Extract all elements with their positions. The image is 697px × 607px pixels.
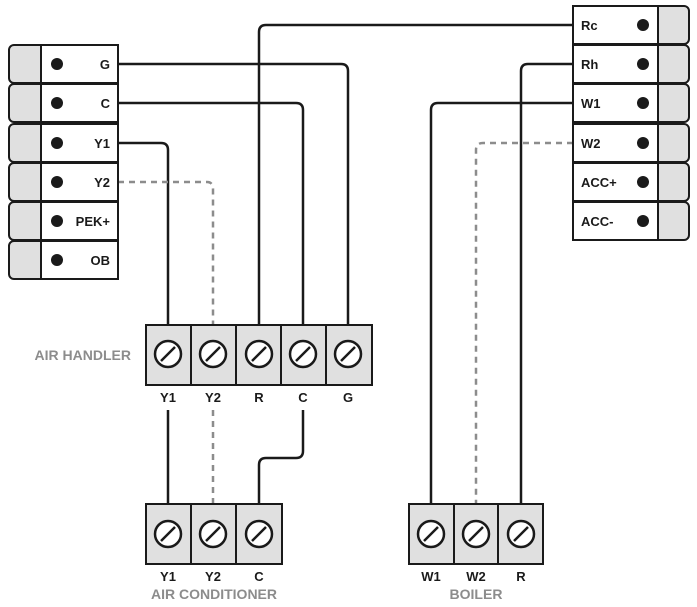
terminal-label: Rh bbox=[581, 57, 598, 72]
terminal-label: C bbox=[298, 390, 308, 405]
boiler-block: W1 W2 R BOILER bbox=[408, 503, 544, 602]
terminal-right-rh: Rh bbox=[572, 44, 690, 84]
terminal-dot-icon bbox=[637, 176, 649, 188]
screw-icon bbox=[506, 519, 536, 549]
screw-icon bbox=[198, 519, 228, 549]
thermostat-left-block: G C Y1 Y2 PEK+ bbox=[8, 44, 119, 280]
terminal-dot-icon bbox=[637, 19, 649, 31]
terminal-right-w2: W2 bbox=[572, 123, 690, 163]
air-handler-label: AIR HANDLER bbox=[35, 347, 131, 363]
wire-g-to-air-handler-g bbox=[118, 62, 350, 325]
terminal-label: W2 bbox=[581, 136, 601, 151]
air-conditioner-label: AIR CONDITIONER bbox=[151, 586, 277, 602]
terminal-label: R bbox=[254, 390, 264, 405]
terminal-dot-icon bbox=[51, 97, 63, 109]
terminal-left-y1: Y1 bbox=[8, 123, 119, 163]
terminal-label: Y2 bbox=[205, 569, 221, 584]
wires bbox=[118, 23, 573, 504]
terminal-dot-icon bbox=[51, 58, 63, 70]
wire-w1-to-boiler-w1 bbox=[429, 101, 573, 504]
screw-icon bbox=[153, 339, 183, 369]
terminal-dot-icon bbox=[51, 176, 63, 188]
terminal-dot-icon bbox=[637, 137, 649, 149]
terminal-label: Rc bbox=[581, 18, 598, 33]
terminal-left-pek: PEK+ bbox=[8, 201, 119, 241]
terminal-label: W2 bbox=[466, 569, 486, 584]
air-handler-block: AIR HANDLER Y1 Y2 R C G bbox=[35, 324, 373, 405]
terminal-dot-icon bbox=[51, 137, 63, 149]
terminal-left-c: C bbox=[8, 83, 119, 123]
terminal-left-y2: Y2 bbox=[8, 162, 119, 202]
terminal-label: Y2 bbox=[94, 175, 110, 190]
wire-c-to-air-handler-c bbox=[118, 101, 305, 325]
terminal-right-rc: Rc bbox=[572, 5, 690, 45]
screw-icon bbox=[333, 339, 363, 369]
terminal-left-ob: OB bbox=[8, 240, 119, 280]
terminal-left-g: G bbox=[8, 44, 119, 84]
terminal-label: W1 bbox=[421, 569, 441, 584]
wire-y1-to-air-handler-y1 bbox=[118, 141, 170, 325]
wire-air-handler-c-to-ac-c bbox=[257, 410, 305, 504]
wire-rh-to-boiler-r bbox=[519, 62, 573, 504]
terminal-label: G bbox=[100, 57, 110, 72]
terminal-label: W1 bbox=[581, 96, 601, 111]
boiler-label: BOILER bbox=[450, 586, 503, 602]
terminal-dot-icon bbox=[51, 215, 63, 227]
screw-icon bbox=[153, 519, 183, 549]
thermostat-right-block: Rc Rh W1 W2 ACC+ bbox=[572, 5, 690, 241]
terminal-dot-icon bbox=[637, 215, 649, 227]
terminal-label: R bbox=[516, 569, 526, 584]
wire-y2-to-air-handler-y2 bbox=[118, 180, 215, 325]
terminal-label: C bbox=[101, 96, 111, 111]
terminal-right-acc-plus: ACC+ bbox=[572, 162, 690, 202]
terminal-right-w1: W1 bbox=[572, 83, 690, 123]
terminal-label: G bbox=[343, 390, 353, 405]
screw-icon bbox=[461, 519, 491, 549]
terminal-label: Y2 bbox=[205, 390, 221, 405]
terminal-label: ACC+ bbox=[581, 175, 617, 190]
terminal-right-acc-minus: ACC- bbox=[572, 201, 690, 241]
terminal-label: ACC- bbox=[581, 214, 614, 229]
terminal-label: PEK+ bbox=[76, 214, 111, 229]
screw-icon bbox=[288, 339, 318, 369]
terminal-label: Y1 bbox=[160, 569, 176, 584]
terminal-label: C bbox=[254, 569, 264, 584]
terminal-dot-icon bbox=[51, 254, 63, 266]
screw-icon bbox=[198, 339, 228, 369]
terminal-label: Y1 bbox=[94, 136, 110, 151]
wire-rc-to-air-handler-r bbox=[257, 23, 573, 325]
screw-icon bbox=[244, 519, 274, 549]
terminal-dot-icon bbox=[637, 58, 649, 70]
terminal-label: OB bbox=[91, 253, 111, 268]
air-conditioner-block: Y1 Y2 C AIR CONDITIONER bbox=[145, 503, 283, 602]
terminal-label: Y1 bbox=[160, 390, 176, 405]
screw-icon bbox=[416, 519, 446, 549]
wire-w2-to-boiler-w2 bbox=[474, 141, 573, 504]
screw-icon bbox=[244, 339, 274, 369]
terminal-dot-icon bbox=[637, 97, 649, 109]
